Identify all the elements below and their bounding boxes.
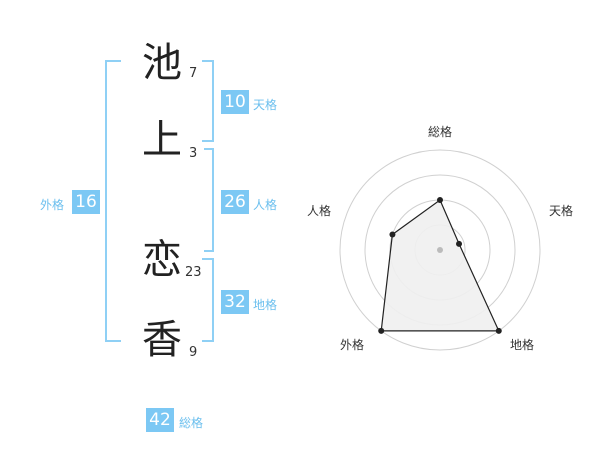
radar-point [456, 240, 463, 247]
ten-bracket [202, 60, 214, 142]
radar-center [437, 247, 443, 253]
radar-point [378, 327, 385, 334]
axis-label-chi: 地格 [510, 338, 535, 352]
radar-point [495, 327, 502, 334]
sou-value: 42 [146, 408, 174, 432]
axis-label-sou: 総格 [428, 125, 453, 139]
chi-bracket [202, 258, 214, 342]
chi-value: 32 [221, 290, 249, 314]
char-2-strokes: 3 [189, 146, 198, 161]
axis-label-ten: 天格 [549, 204, 574, 218]
radar-area [380, 199, 500, 332]
chi-label: 地格 [253, 298, 278, 312]
gai-label: 外格 [40, 198, 65, 212]
radar-ring [339, 149, 541, 351]
radar-point [389, 231, 396, 238]
jin-label: 人格 [253, 198, 278, 212]
axis-label-gai: 外格 [340, 338, 365, 352]
char-2: 上 [142, 117, 182, 163]
sou-label: 総格 [179, 416, 204, 430]
jin-bracket [204, 148, 214, 252]
jin-value: 26 [221, 190, 249, 214]
outer-bracket [105, 60, 121, 342]
char-1-strokes: 7 [189, 66, 198, 81]
char-3-strokes: 23 [185, 265, 202, 280]
axis-label-jin: 人格 [307, 204, 332, 218]
gai-value: 16 [72, 190, 100, 214]
char-1: 池 [142, 40, 182, 86]
char-4: 香 [142, 317, 182, 363]
char-3: 恋 [142, 237, 182, 283]
ten-value: 10 [221, 90, 249, 114]
radar-point [437, 197, 443, 203]
ten-label: 天格 [253, 98, 278, 112]
char-4-strokes: 9 [189, 345, 198, 360]
